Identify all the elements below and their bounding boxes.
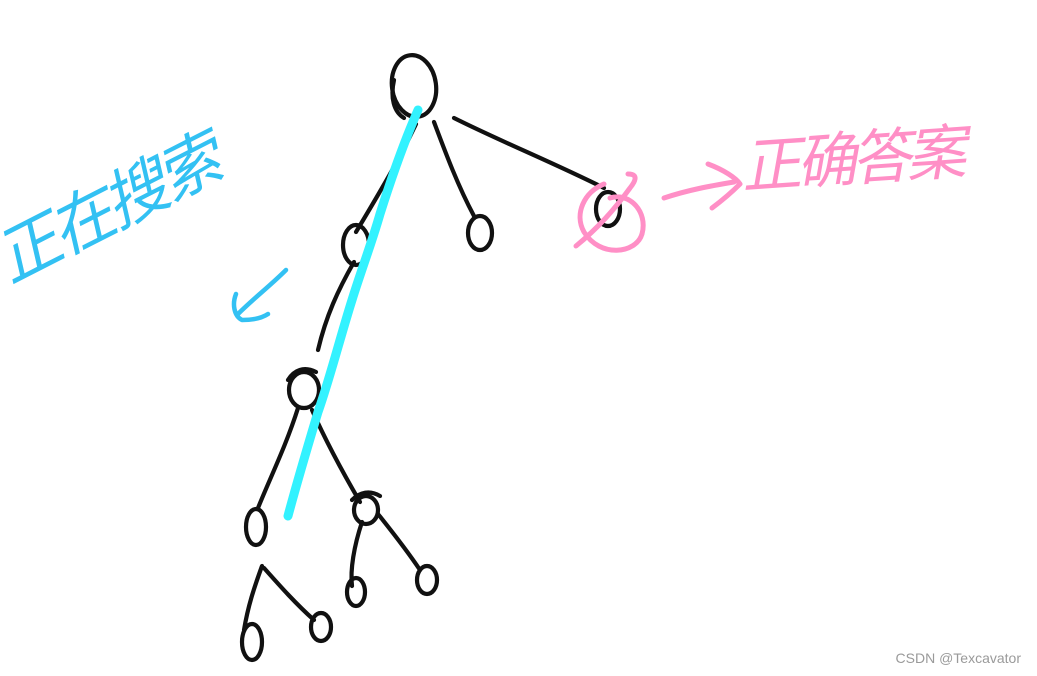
answer-x-mark (573, 171, 638, 249)
edge-leftbranch-left (241, 563, 265, 633)
node-level3-right-top (349, 490, 383, 503)
answer-marker (573, 161, 743, 253)
edge-root-middle (431, 119, 477, 219)
edge-mid-left (255, 405, 301, 511)
node-level1-right (593, 189, 623, 229)
search-highlight (283, 105, 423, 521)
edge-root-right (451, 115, 607, 191)
node-level4-d (308, 610, 334, 644)
answer-circle (577, 181, 646, 253)
arrow-head (705, 161, 743, 211)
watermark: CSDN @Texcavator (895, 650, 1021, 666)
edge-mid-right (309, 407, 363, 505)
node-level3-right (351, 493, 381, 527)
node-level4-b (414, 563, 440, 597)
node-root-stroke (390, 77, 407, 121)
node-level1-middle (465, 213, 495, 253)
node-level2 (286, 369, 322, 411)
highlight-path (283, 105, 423, 521)
node-level4-c (239, 621, 265, 663)
arrow-shaft (661, 179, 737, 201)
search-arrow-head (231, 291, 271, 323)
search-arrow-shaft (235, 267, 289, 317)
edge-leftbranch-right (261, 565, 317, 623)
edge-rightbranch-right (375, 511, 423, 573)
tree-nodes (239, 53, 623, 663)
edge-left-to-mid (315, 259, 357, 353)
node-level4-a (344, 575, 368, 609)
node-level3-left (243, 506, 269, 548)
search-arrow (231, 267, 289, 323)
node-level2-top-stroke (285, 367, 319, 383)
